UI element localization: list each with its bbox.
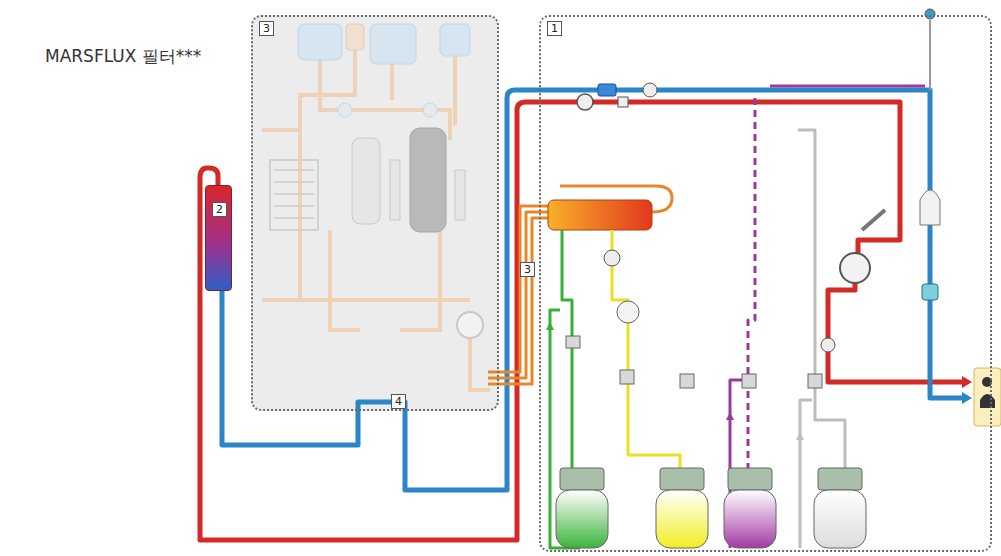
blue-blood-line bbox=[222, 20, 962, 490]
dialysate-parts-part bbox=[680, 374, 694, 388]
dialysate-lines-part bbox=[612, 230, 680, 470]
fluid-bags-part bbox=[724, 490, 776, 548]
faded-module-parts-part bbox=[338, 103, 352, 117]
faded-module-parts-part bbox=[390, 160, 400, 220]
dialysate-parts-part bbox=[726, 412, 734, 420]
fluid-bags-part bbox=[656, 490, 708, 548]
red-line-parts-part bbox=[821, 338, 835, 352]
red-blood-line bbox=[200, 102, 962, 540]
fluid-bags-part bbox=[660, 468, 704, 490]
dialysate-parts-part bbox=[808, 374, 822, 388]
blue-line-parts-part bbox=[643, 83, 657, 97]
monitor-region: 1 bbox=[539, 15, 992, 552]
faded-module-parts-part bbox=[274, 170, 314, 218]
faded-module-parts-part bbox=[298, 24, 342, 60]
red-line-parts-part bbox=[840, 253, 870, 283]
blue-blood-line-part bbox=[929, 20, 931, 90]
dialysate-lines-part bbox=[800, 400, 812, 548]
faded-module-parts-part bbox=[270, 160, 318, 230]
dialysate-parts-part bbox=[742, 374, 756, 388]
callout-number: 1 bbox=[547, 21, 562, 36]
faded-module-parts-part bbox=[457, 312, 483, 338]
red-line-parts-part bbox=[862, 210, 885, 230]
faded-module-parts-part bbox=[455, 170, 465, 220]
callout-number: 3 bbox=[520, 262, 535, 277]
filter-label: MARSFLUX 필터*** bbox=[45, 46, 201, 66]
red-line-parts bbox=[577, 94, 972, 388]
fluid-bags-part bbox=[818, 468, 862, 490]
faded-module-parts-part bbox=[440, 24, 470, 56]
dialyzer bbox=[548, 200, 652, 230]
module-region: 3 bbox=[251, 15, 499, 411]
module-ground-part bbox=[251, 15, 499, 411]
patient-icon-part bbox=[980, 394, 995, 408]
red-line-parts-part bbox=[962, 376, 972, 388]
dialysate-parts-part bbox=[796, 432, 804, 440]
red-line-parts-part bbox=[618, 97, 628, 107]
faded-module-parts-part bbox=[423, 103, 437, 117]
red-blood-line-part bbox=[828, 282, 962, 382]
blue-line-parts-part bbox=[598, 84, 616, 96]
marsflux-filter: 2 bbox=[205, 185, 232, 291]
blue-line-parts-part bbox=[922, 284, 938, 300]
callout-number: 3 bbox=[259, 21, 274, 36]
dialyzer-part bbox=[548, 200, 652, 230]
blue-line-parts-part bbox=[962, 392, 972, 404]
blue-line-parts bbox=[598, 9, 972, 404]
callout-number: 4 bbox=[391, 394, 406, 409]
dialysate-lines bbox=[550, 86, 925, 548]
dialysate-parts-part bbox=[617, 301, 639, 323]
fluid-bags-part bbox=[556, 490, 608, 548]
dialysate-lines-part bbox=[562, 230, 572, 470]
fluid-bags bbox=[556, 468, 866, 548]
dialysate-lines-part bbox=[748, 98, 755, 470]
faded-module-parts-part bbox=[346, 24, 364, 50]
faded-module-parts-part bbox=[370, 24, 416, 64]
fluid-bags-part bbox=[728, 468, 772, 490]
dialysate-parts bbox=[546, 250, 822, 440]
patient-icon-part bbox=[974, 368, 1001, 426]
dialysate-parts-part bbox=[566, 336, 580, 348]
red-line-parts-part bbox=[577, 94, 593, 110]
faded-module-parts-part bbox=[410, 128, 446, 232]
fluid-bags-part bbox=[560, 468, 604, 490]
patient-icon bbox=[974, 368, 1001, 426]
faded-module-parts-part bbox=[352, 138, 380, 224]
faded-module-parts bbox=[262, 24, 490, 390]
blue-line-parts-part bbox=[925, 9, 935, 19]
callout-number: 2 bbox=[212, 202, 227, 217]
blue-line-parts-part bbox=[920, 190, 940, 225]
dialysate-parts-part bbox=[604, 250, 620, 266]
blue-blood-line-part bbox=[222, 90, 962, 490]
dialysate-parts-part bbox=[620, 370, 634, 384]
albumin-circuit-tubes bbox=[488, 186, 672, 384]
module-ground bbox=[251, 15, 499, 411]
faded-module-parts-part bbox=[262, 50, 490, 390]
fluid-bags-part bbox=[814, 490, 866, 548]
dialysate-lines-part bbox=[770, 85, 925, 88]
dialysate-parts-part bbox=[546, 322, 554, 330]
dialysate-lines-part bbox=[798, 130, 845, 470]
